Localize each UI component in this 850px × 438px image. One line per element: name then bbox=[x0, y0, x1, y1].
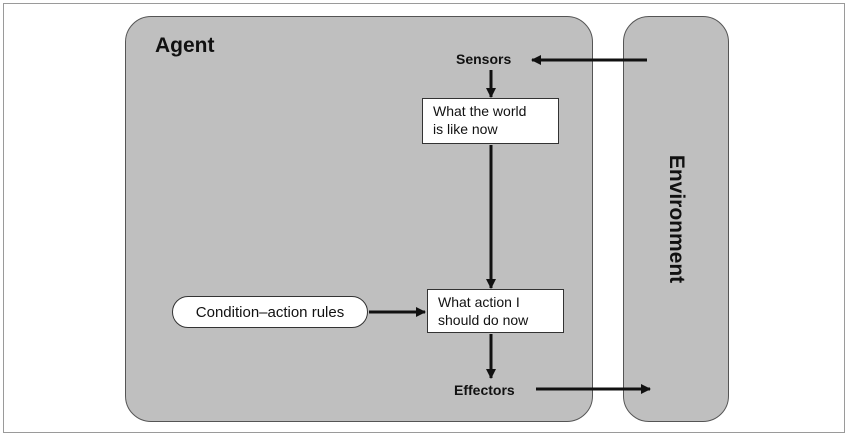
world-state-box: What the world is like now bbox=[422, 98, 559, 144]
effectors-label: Effectors bbox=[454, 382, 515, 398]
sensors-label: Sensors bbox=[456, 51, 512, 67]
condition-action-rules-pill: Condition–action rules bbox=[172, 296, 368, 328]
action-choice-box: What action I should do now bbox=[427, 289, 564, 333]
agent-title: Agent bbox=[155, 34, 215, 57]
environment-container bbox=[623, 16, 729, 422]
agent-container bbox=[125, 16, 593, 422]
